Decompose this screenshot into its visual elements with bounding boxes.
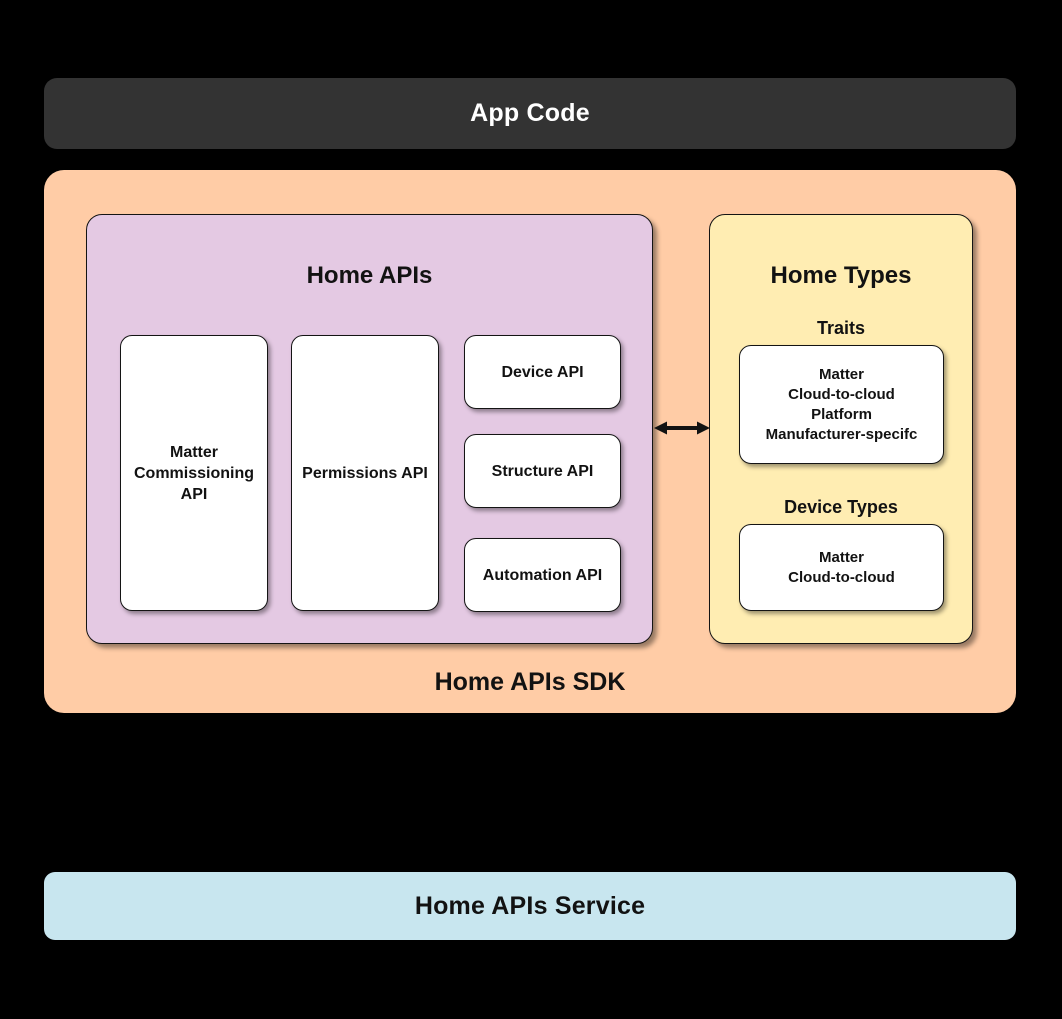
device-api-label: Device API (501, 363, 584, 381)
traits-section-label: Traits (816, 318, 866, 338)
structure-api-label: Structure API (491, 462, 594, 480)
home-types-panel: Home Types Traits Matter Cloud-to-cloud … (709, 214, 973, 644)
bidirectional-arrow-icon (654, 419, 710, 437)
home-apis-service-bar: Home APIs Service (44, 872, 1016, 940)
app-code-label: App Code (470, 99, 590, 127)
device-types-items: Matter Cloud-to-cloud (788, 548, 895, 586)
permissions-api-card: Permissions API (291, 335, 439, 611)
home-apis-service-label: Home APIs Service (414, 891, 646, 920)
home-types-title: Home Types (770, 262, 912, 289)
matter-commissioning-api-card: Matter Commissioning API (120, 335, 268, 611)
permissions-api-label: Permissions API (302, 464, 428, 482)
device-api-card: Device API (464, 335, 621, 409)
automation-api-label: Automation API (482, 566, 603, 584)
home-apis-sdk-box: Home APIs Matter Commissioning API Permi… (44, 170, 1016, 713)
app-code-bar: App Code (44, 78, 1016, 149)
traits-items: Matter Cloud-to-cloud Platform Manufactu… (765, 365, 918, 443)
matter-commissioning-api-label: Matter Commissioning API (133, 443, 254, 503)
home-apis-title: Home APIs (306, 262, 433, 289)
home-apis-panel: Home APIs Matter Commissioning API Permi… (86, 214, 653, 644)
home-apis-sdk-label: Home APIs SDK (434, 668, 626, 696)
device-types-card: Matter Cloud-to-cloud (739, 524, 944, 611)
structure-api-card: Structure API (464, 434, 621, 508)
automation-api-card: Automation API (464, 538, 621, 612)
traits-card: Matter Cloud-to-cloud Platform Manufactu… (739, 345, 944, 464)
device-types-section-label: Device Types (784, 497, 898, 517)
